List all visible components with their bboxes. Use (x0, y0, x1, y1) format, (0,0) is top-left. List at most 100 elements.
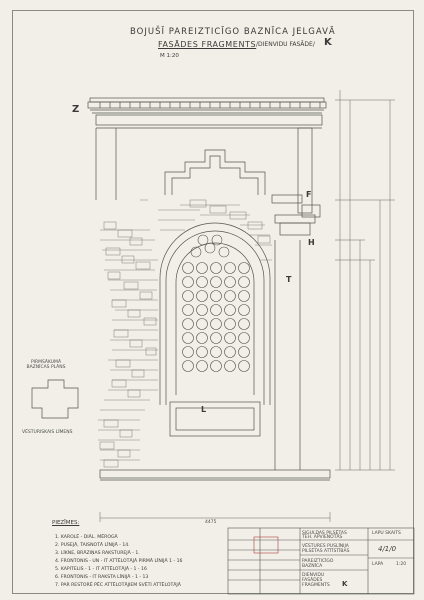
window-pane (182, 262, 194, 274)
window-pane (204, 242, 216, 254)
brick (115, 359, 131, 368)
legend-item: 2. PUSEJĀ, TAISNOTĀ LĪNIJĀ - 14. (55, 543, 130, 548)
brick (107, 271, 121, 280)
tb-drawing-line: FRAGMENTS (302, 583, 330, 588)
brick (135, 261, 151, 270)
brick (209, 205, 227, 214)
window-pane (196, 304, 208, 316)
window-pane (224, 360, 236, 372)
window-arch-outer (159, 222, 271, 405)
window-pane (238, 332, 250, 344)
cornice-top (89, 97, 325, 103)
drawing-scale: M 1:20 (160, 53, 179, 59)
window-glazing-grid (182, 234, 250, 372)
window-arch-inner (175, 242, 255, 395)
window-pane (210, 262, 222, 274)
tb-date-label: LAPA (372, 562, 384, 567)
tb-scale: 1:20 (396, 562, 407, 567)
marker-t: T (286, 275, 292, 284)
brick (189, 199, 207, 208)
brick (113, 329, 129, 338)
window-pane (182, 304, 194, 316)
dentils (99, 102, 321, 108)
dimension-lines (99, 90, 395, 522)
frieze (95, 114, 323, 126)
brick (143, 317, 157, 326)
window-pane (196, 276, 208, 288)
brick (145, 347, 157, 356)
window-pane (196, 332, 208, 344)
window-pane (196, 318, 208, 330)
tb-org-line: SIGULDAS PILSĒTAS (302, 531, 347, 536)
pilaster-capital (271, 194, 303, 204)
window-pane (210, 290, 222, 302)
brick (103, 419, 119, 428)
window-pane (210, 332, 222, 344)
legend-item: 4. FRONTONIS - UN - IT ATTĒLOTĀJĀ PIRMĀ … (55, 559, 183, 564)
drawing-subtitle: FASĀDES FRAGMENTS (158, 40, 257, 49)
titleblock-frame (227, 527, 415, 595)
brick (131, 369, 145, 378)
window-pane (197, 234, 209, 246)
window-pane (238, 360, 250, 372)
legend-item: 7. PAR RESTORĒ PĒC ATTĒLOTĀJIEM SVĒTI AT… (55, 583, 181, 588)
brick (119, 429, 133, 438)
brick (121, 255, 135, 264)
window-pane (210, 304, 222, 316)
tb-drawing-line: FASĀDES (302, 578, 323, 583)
brick (111, 299, 127, 308)
brick (117, 229, 133, 238)
window-pane (210, 346, 222, 358)
drawing-subtitle-note: /DIENVIDU FASĀDE/ (256, 41, 315, 48)
brick (129, 237, 143, 246)
plan-level-label: VĒSTURISKAIS LĪMEŅS (22, 430, 73, 435)
window-pane (238, 290, 250, 302)
brick (229, 211, 247, 220)
tb-object-line: PAREIZTICĪGO (302, 559, 334, 564)
window-pane (196, 262, 208, 274)
tb-org-line: TEH. APVIENOTĀS (302, 535, 343, 540)
legend-title: PIEZĪMES: (52, 520, 80, 526)
brick (103, 459, 119, 468)
cornice-band (87, 101, 327, 109)
window-pane (196, 346, 208, 358)
brick (105, 247, 121, 256)
window-pane (224, 332, 236, 344)
brick (99, 441, 115, 450)
window-pane (224, 262, 236, 274)
window-pane (238, 262, 250, 274)
drawing-title: BOJUŠĪ PAREIZTICĪGO BAZNĪCA JELGAVĀ (130, 27, 336, 37)
overall-width-dim: 4475 (205, 520, 217, 525)
brick (117, 449, 131, 458)
panel-frame (169, 401, 261, 437)
sheet-code: K (324, 37, 332, 48)
tb-object-line: BAZNĪCA (302, 564, 323, 569)
window-pane (238, 304, 250, 316)
tb-drawing-code: K (342, 580, 348, 588)
brick (247, 221, 263, 230)
marker-z: Z (72, 104, 80, 115)
window-pane (182, 276, 194, 288)
brick (111, 379, 127, 388)
window-pane (210, 318, 222, 330)
window-pane (238, 346, 250, 358)
window-pane (182, 332, 194, 344)
window-pane (211, 234, 223, 246)
brick (123, 281, 139, 290)
window-pane (218, 246, 230, 258)
window-pane (182, 360, 194, 372)
brick (103, 221, 117, 230)
window-pane (224, 276, 236, 288)
window-pane (182, 318, 194, 330)
window-pane (210, 360, 222, 372)
brick (127, 389, 141, 398)
window-pane (224, 346, 236, 358)
brick-blocks (99, 199, 271, 468)
window-pane (210, 276, 222, 288)
window-pane (224, 318, 236, 330)
tb-project-line: PILSĒTAS ATTĪSTĪBAS (302, 549, 350, 554)
tb-project-line: VĒSTURES PUSLĪNIJA (302, 544, 349, 549)
tb-sheet-number: 4/1/0 (378, 545, 397, 553)
window-pane (238, 318, 250, 330)
